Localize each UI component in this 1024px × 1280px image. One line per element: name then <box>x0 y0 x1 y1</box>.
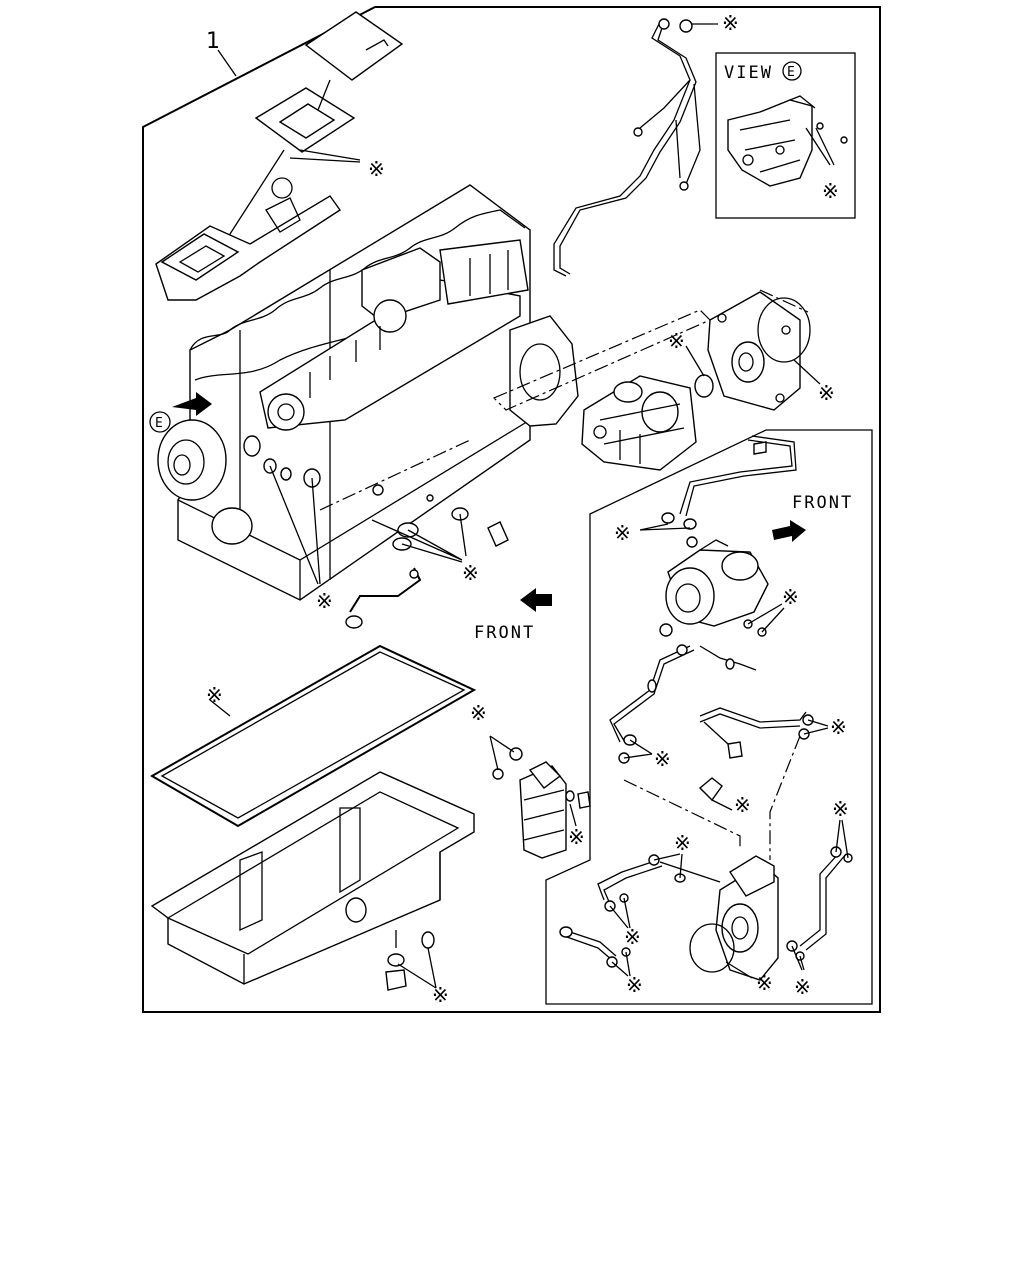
front-seals <box>263 458 321 585</box>
drain-plug <box>385 930 437 991</box>
asterisk-oil-pipe: ※ <box>462 561 479 585</box>
asterisk-feed-mid: ※ <box>624 925 641 949</box>
view-letter-circle <box>782 61 802 81</box>
asterisk-pump-plate: ※ <box>818 381 835 405</box>
asterisk-view-e: ※ <box>822 179 839 203</box>
pump-oring-leader <box>685 345 705 377</box>
lower-pump-right-pipe <box>786 819 853 971</box>
housing-dashed-link <box>759 289 809 313</box>
intake-cover-plates <box>211 11 404 263</box>
turbo-return-pipes <box>609 644 829 764</box>
turbo-oil-feed-pipe <box>639 435 797 531</box>
oil-pan-gasket <box>149 644 477 828</box>
asterisk-feed-upper: ※ <box>674 831 691 855</box>
gear-housing <box>509 315 579 427</box>
asterisk-right-pipe-top: ※ <box>832 797 849 821</box>
lower-pump-assembly <box>689 855 779 981</box>
view-e-inset-frame <box>715 52 856 219</box>
asterisk-fuel-line: ※ <box>722 11 739 35</box>
view-e-bracket-drawing <box>727 95 848 187</box>
turbo-dashed-link <box>623 735 801 860</box>
asterisk-pump-oring: ※ <box>668 329 685 353</box>
turbocharger <box>659 536 785 637</box>
view-marker-letter: E <box>155 416 163 431</box>
asterisk-right-pipe-bottom: ※ <box>794 975 811 999</box>
callout-number: 1 <box>206 29 220 54</box>
asterisk-oil-filter: ※ <box>470 701 487 725</box>
asterisk-front-seals: ※ <box>316 589 333 613</box>
view-marker-circle <box>149 411 171 433</box>
asterisk-return-right: ※ <box>830 715 847 739</box>
pump-mounting-plate <box>707 291 821 411</box>
oil-filter-assembly <box>489 735 591 859</box>
turbo-subframe <box>545 429 873 1005</box>
asterisk-oil-filter-bolt: ※ <box>568 825 585 849</box>
view-letter: E <box>787 65 795 80</box>
asterisk-lower-pump: ※ <box>756 971 773 995</box>
injection-pump <box>581 374 714 471</box>
oil-pan <box>150 771 475 985</box>
asterisk-pan-gasket: ※ <box>206 683 223 707</box>
asterisk-turbo-feed: ※ <box>614 521 631 545</box>
front-label-right: FRONT <box>792 493 853 513</box>
front-arrow-lower <box>520 588 552 612</box>
callout-leader <box>217 49 237 77</box>
fuel-injection-lines <box>553 18 718 277</box>
fuel-rail-assembly <box>259 239 529 431</box>
asterisk-elbow: ※ <box>734 793 751 817</box>
asterisk-return-left: ※ <box>654 747 671 771</box>
asterisk-feed-lower: ※ <box>626 973 643 997</box>
front-arrow-right <box>772 520 806 542</box>
asterisk-turbo: ※ <box>782 585 799 609</box>
lower-pump-feed-pipes <box>559 853 721 977</box>
front-label-lower: FRONT <box>474 623 535 643</box>
oil-pipe-and-washers <box>319 439 509 629</box>
intake-manifold <box>155 177 341 301</box>
view-label: VIEW <box>724 63 773 83</box>
asterisk-drain-plug: ※ <box>432 983 449 1007</box>
elbow-fitting <box>698 777 733 811</box>
asterisk-intake: ※ <box>368 157 385 181</box>
view-direction-arrow <box>172 392 212 416</box>
front-pulley <box>157 419 261 545</box>
